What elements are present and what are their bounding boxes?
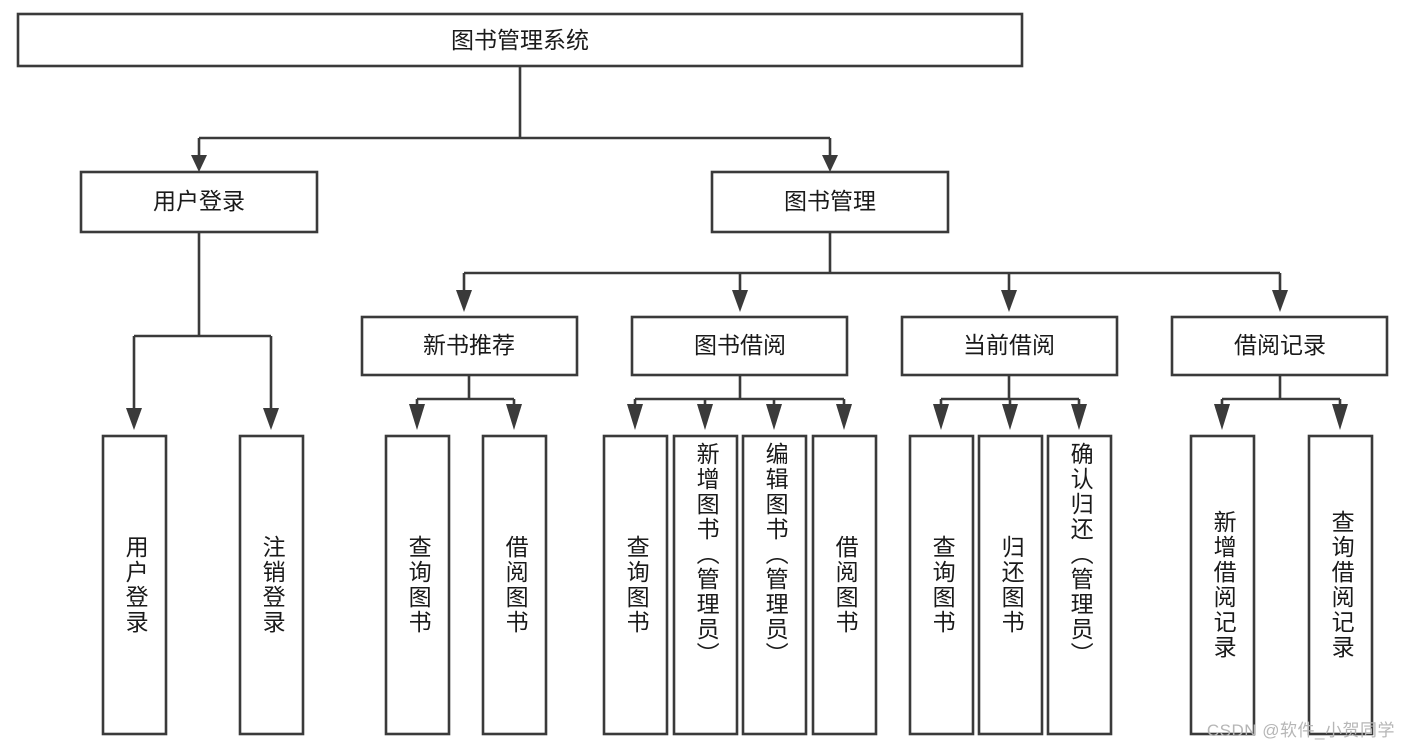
node-leaf-query-record[interactable] bbox=[1307, 434, 1374, 736]
node-book-manage-label: 图书管理 bbox=[784, 188, 876, 214]
node-new-book-recommend[interactable] bbox=[360, 315, 579, 377]
arrowhead-group bbox=[126, 155, 1348, 430]
node-leaf-logout-login[interactable] bbox=[238, 434, 305, 736]
node-group: 图书管理系统 用户登录 图书管理 新书推荐 图书借阅 当前借阅 借阅记录 bbox=[16, 12, 1389, 736]
arrow-to-leaf-user-login bbox=[126, 408, 142, 430]
arrow-to-new-book-recommend bbox=[456, 290, 472, 312]
node-leaf-return-book[interactable] bbox=[977, 434, 1044, 736]
arrow-to-leaf-query-record bbox=[1332, 404, 1348, 430]
arrow-to-leaf-query-book-1 bbox=[409, 404, 425, 430]
node-leaf-edit-book[interactable] bbox=[741, 434, 808, 736]
node-leaf-borrow-book-1[interactable] bbox=[481, 434, 548, 736]
node-current-borrow[interactable] bbox=[900, 315, 1119, 377]
arrow-to-leaf-borrow-book-1 bbox=[506, 404, 522, 430]
node-leaf-add-record[interactable] bbox=[1189, 434, 1256, 736]
node-book-manage[interactable] bbox=[710, 170, 950, 234]
node-leaf-query-book-1[interactable] bbox=[384, 434, 451, 736]
arrow-to-leaf-confirm-return bbox=[1071, 404, 1087, 430]
node-leaf-query-book-2[interactable] bbox=[602, 434, 669, 736]
arrow-to-borrow-record bbox=[1272, 290, 1288, 312]
node-book-borrow[interactable] bbox=[630, 315, 849, 377]
arrow-to-user-login bbox=[191, 155, 207, 172]
node-book-borrow-label: 图书借阅 bbox=[694, 332, 786, 358]
node-current-borrow-label: 当前借阅 bbox=[963, 332, 1055, 358]
arrow-to-leaf-add-record bbox=[1214, 404, 1230, 430]
node-root[interactable] bbox=[16, 12, 1024, 68]
node-root-label: 图书管理系统 bbox=[451, 27, 589, 53]
node-borrow-record-label: 借阅记录 bbox=[1234, 332, 1326, 358]
arrow-to-leaf-query-book-2 bbox=[627, 404, 643, 430]
arrow-to-leaf-logout-login bbox=[263, 408, 279, 430]
arrow-to-current-borrow bbox=[1001, 290, 1017, 312]
node-leaf-add-book[interactable] bbox=[672, 434, 739, 736]
node-leaf-user-login[interactable] bbox=[101, 434, 168, 736]
node-leaf-query-book-3[interactable] bbox=[908, 434, 975, 736]
arrow-to-leaf-query-book-3 bbox=[933, 404, 949, 430]
node-leaf-confirm-return[interactable] bbox=[1046, 434, 1113, 736]
node-borrow-record[interactable] bbox=[1170, 315, 1389, 377]
node-new-book-recommend-label: 新书推荐 bbox=[423, 332, 515, 358]
node-leaf-borrow-book-2[interactable] bbox=[811, 434, 878, 736]
node-user-login-label: 用户登录 bbox=[153, 188, 245, 214]
arrow-to-leaf-add-book bbox=[697, 404, 713, 430]
arrow-to-leaf-borrow-book-2 bbox=[836, 404, 852, 430]
arrow-to-leaf-return-book bbox=[1002, 404, 1018, 430]
watermark: CSDN @软件_小贺同学 bbox=[1206, 721, 1395, 740]
arrow-to-book-manage bbox=[822, 155, 838, 172]
arrow-to-leaf-edit-book bbox=[766, 404, 782, 430]
arrow-to-book-borrow bbox=[732, 290, 748, 312]
node-user-login[interactable] bbox=[79, 170, 319, 234]
